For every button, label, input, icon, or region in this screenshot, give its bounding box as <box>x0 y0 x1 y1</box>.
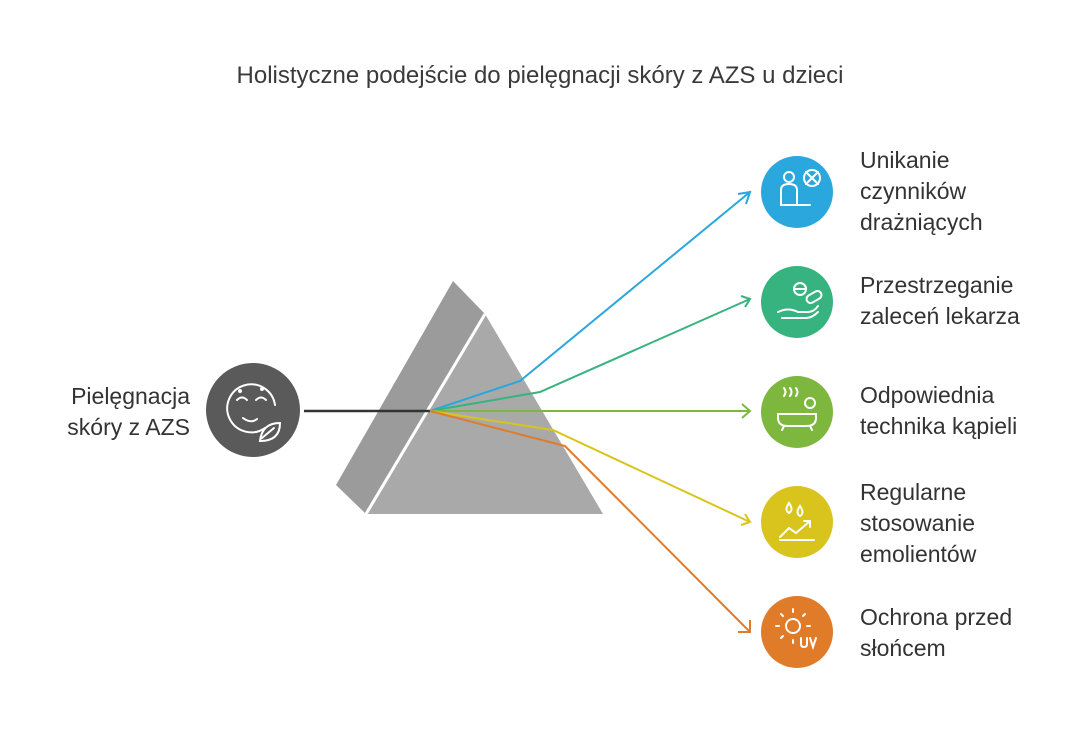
arrowhead-3 <box>741 403 752 419</box>
source-label: Pielęgnacja skóry z AZS <box>30 381 190 443</box>
output-label-3: Odpowiednia technika kąpieli <box>860 380 1070 442</box>
output-label-4: Regularne stosowanie emolientów <box>860 477 1070 570</box>
person-no-allergen-icon <box>780 169 821 206</box>
source-node <box>206 363 300 457</box>
output-label-1-line1: Unikanie <box>860 147 950 173</box>
output-label-3-line2: technika kąpieli <box>860 413 1018 439</box>
hand-pills-icon <box>777 282 823 319</box>
output-node-5 <box>761 596 833 668</box>
output-label-5: Ochrona przed słońcem <box>860 602 1070 664</box>
arrowhead-1 <box>737 190 752 205</box>
prism-front-face <box>366 314 603 514</box>
output-label-3-line1: Odpowiednia <box>860 382 995 408</box>
output-label-4-line3: emolientów <box>860 541 977 567</box>
output-label-1-line2: czynników <box>860 178 967 204</box>
output-label-4-line2: stosowanie <box>860 510 976 536</box>
output-label-2-line2: zaleceń lekarza <box>860 303 1020 329</box>
beam-2 <box>429 298 751 412</box>
output-label-5-line2: słońcem <box>860 635 946 661</box>
prism-back-face <box>336 281 485 514</box>
output-label-1: Unikanie czynników drażniących <box>860 145 1070 238</box>
beam-4 <box>429 410 751 523</box>
prism-edge <box>364 313 487 515</box>
drops-trend-icon <box>779 501 815 541</box>
output-label-1-line3: drażniących <box>860 209 983 235</box>
output-node-1 <box>761 156 833 228</box>
output-node-2 <box>761 266 833 338</box>
output-label-2: Przestrzeganie zaleceń lekarza <box>860 270 1070 332</box>
output-label-4-line1: Regularne <box>860 479 967 505</box>
output-label-2-line1: Przestrzeganie <box>860 272 1014 298</box>
arrowhead-5 <box>738 620 751 633</box>
beam-5 <box>429 410 751 633</box>
bathtub-icon <box>777 387 817 431</box>
diagram-title: Holistyczne podejście do pielęgnacji skó… <box>236 62 844 89</box>
output-node-4 <box>761 486 833 558</box>
beam-1 <box>429 191 751 412</box>
source-label-line1: Pielęgnacja <box>71 383 190 409</box>
sun-uv-icon <box>775 608 817 651</box>
source-label-line2: skóry z AZS <box>67 414 190 440</box>
output-label-5-line1: Ochrona przed <box>860 604 1013 630</box>
arrowhead-2 <box>740 295 752 308</box>
face-leaf-icon <box>226 383 282 443</box>
arrowhead-4 <box>740 513 752 526</box>
output-node-3 <box>761 376 833 448</box>
